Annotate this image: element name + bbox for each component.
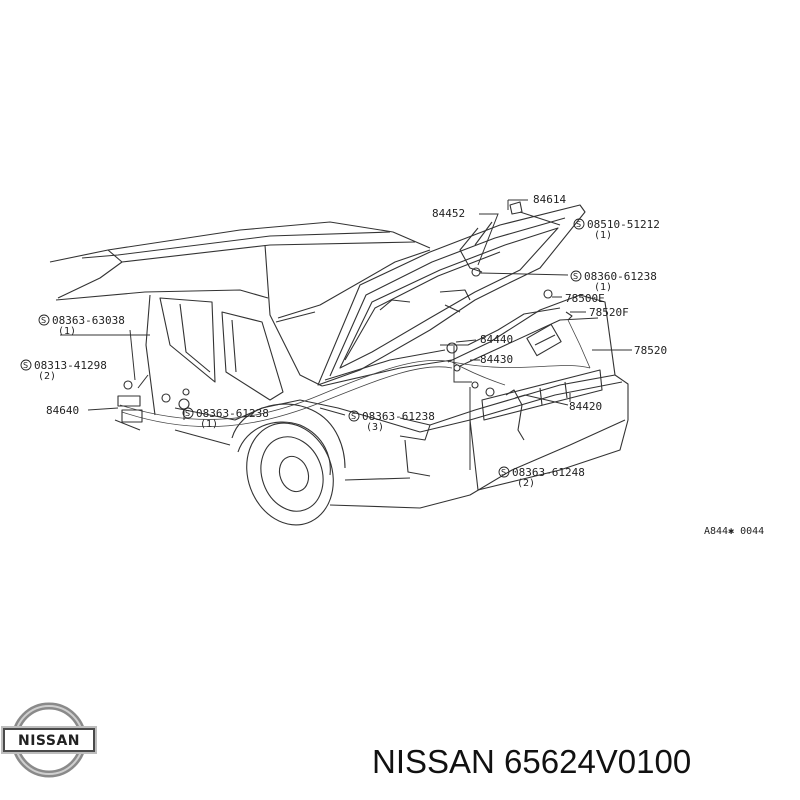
svg-text:S: S [573, 272, 578, 281]
diagram-reference-code: A844✱ 0044 [704, 526, 764, 537]
svg-text:(1): (1) [200, 419, 218, 430]
svg-text:S: S [501, 468, 506, 477]
callout-08313-41298: S 08313-41298 (2) [20, 359, 107, 382]
svg-text:(3): (3) [366, 422, 384, 433]
screw-symbol-icon [348, 410, 360, 422]
svg-text:S: S [23, 361, 28, 370]
car-illustration [49, 201, 629, 526]
svg-text:08363-61238: 08363-61238 [362, 410, 435, 423]
callout-08360-61238: S 08360-61238 (1) [570, 270, 657, 293]
callout-78500e: 78500E [565, 292, 605, 305]
callout-08363-61238-b: S 08363-61238 (3) [348, 410, 435, 433]
svg-text:S: S [41, 316, 46, 325]
callout-84640: 84640 [46, 404, 79, 417]
svg-text:(1): (1) [58, 326, 76, 337]
svg-text:08313-41298: 08313-41298 [34, 359, 107, 372]
screw-symbol-icon [573, 218, 585, 230]
callout-78520: 78520 [634, 344, 667, 357]
svg-text:08363-61238: 08363-61238 [196, 407, 269, 420]
callout-08363-61248: S 08363-61248 (2) [498, 466, 585, 489]
svg-text:(1): (1) [594, 282, 612, 293]
svg-text:S: S [351, 412, 356, 421]
svg-text:08360-61238: 08360-61238 [584, 270, 657, 283]
screw-symbol-icon [570, 270, 582, 282]
callout-84420: 84420 [569, 400, 602, 413]
screw-symbol-icon [182, 407, 194, 419]
screw-symbol-icon [498, 466, 510, 478]
callout-08363-63038: S 08363-63038 (1) [38, 314, 125, 337]
svg-text:(1): (1) [594, 230, 612, 241]
screw-symbol-icon [20, 359, 32, 371]
callout-08363-61238-a: S 08363-61238 (1) [182, 407, 269, 430]
callout-84440: 84440 [480, 333, 513, 346]
svg-text:S: S [185, 409, 190, 418]
svg-text:(2): (2) [517, 478, 535, 489]
svg-text:08363-61248: 08363-61248 [512, 466, 585, 479]
callout-84452: 84452 [432, 207, 465, 220]
nissan-logo: NISSAN [1, 702, 97, 778]
callout-84614: 84614 [533, 193, 566, 206]
svg-text:08510-51212: 08510-51212 [587, 218, 660, 231]
svg-text:(2): (2) [38, 371, 56, 382]
leader-lines [87, 199, 632, 470]
callout-84430: 84430 [480, 353, 513, 366]
callout-78520f: 78520F [589, 306, 629, 319]
part-number-caption: NISSAN 65624V0100 [372, 743, 691, 780]
screw-symbol-icon [38, 314, 50, 326]
nissan-logo-text: NISSAN [18, 733, 80, 749]
svg-text:S: S [576, 220, 581, 229]
callouts: 84614 84452 S 08510-51212 (1) S 08360-61… [20, 193, 764, 537]
svg-text:08363-63038: 08363-63038 [52, 314, 125, 327]
callout-08510-51212: S 08510-51212 (1) [573, 218, 660, 241]
